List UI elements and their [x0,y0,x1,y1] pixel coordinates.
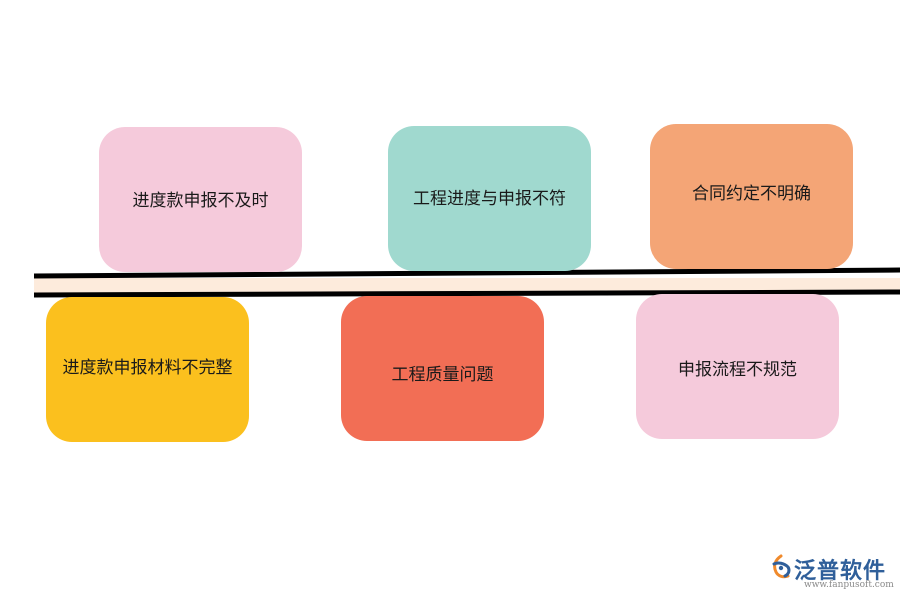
brand-url: www.fanpusoft.com [804,580,894,590]
cause-label: 进度款申报材料不完整 [62,358,233,378]
brand-logo: 泛普软件 www.fanpusoft.com [768,553,894,595]
cause-label: 进度款申报不及时 [132,191,269,211]
cause-card-late-filing: 进度款申报不及时 [99,127,302,272]
spine-band [34,278,900,293]
cause-card-incomplete-materials: 进度款申报材料不完整 [46,297,249,442]
cause-label: 工程进度与申报不符 [413,189,566,209]
cause-label: 合同约定不明确 [692,184,811,204]
cause-card-quality-issue: 工程质量问题 [341,296,544,441]
brand-name: 泛普软件 [794,559,887,584]
cause-card-progress-mismatch: 工程进度与申报不符 [388,126,591,271]
cause-card-contract-unclear: 合同约定不明确 [650,124,853,269]
cause-card-irregular-process: 申报流程不规范 [636,294,839,439]
cause-label: 工程质量问题 [391,365,494,385]
brand-mark-icon [772,554,791,579]
cause-label: 申报流程不规范 [678,360,797,380]
